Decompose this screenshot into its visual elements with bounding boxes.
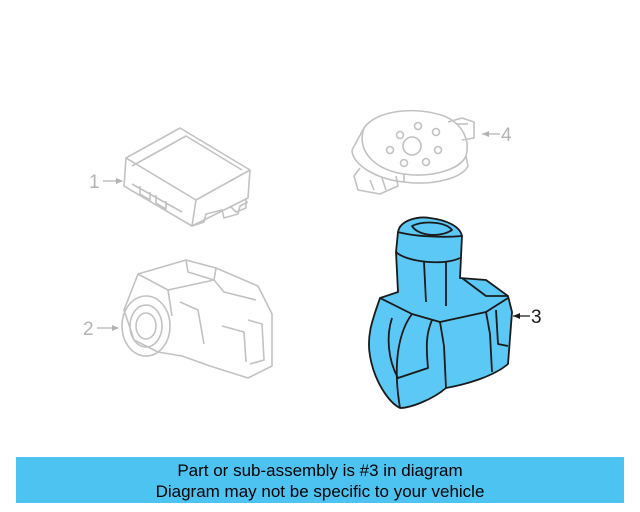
callout-4[interactable]: 4 — [482, 125, 512, 146]
part-4-buzzer — [351, 109, 475, 195]
part-3-sensor-highlighted[interactable] — [368, 216, 513, 409]
caption-line-1: Part or sub-assembly is #3 in diagram — [177, 461, 463, 480]
callout-1[interactable]: 1 — [89, 172, 123, 193]
callout-3-label: 3 — [531, 307, 542, 328]
callout-4-label: 4 — [501, 125, 512, 146]
callout-3[interactable]: 3 — [513, 307, 542, 328]
caption-line-2: Diagram may not be specific to your vehi… — [155, 482, 485, 501]
part-2-parking-sensor — [121, 259, 273, 379]
callout-2-label: 2 — [83, 319, 94, 340]
caption-bar: Part or sub-assembly is #3 in diagram Di… — [16, 457, 624, 503]
part-1-control-module — [123, 127, 251, 227]
callout-2[interactable]: 2 — [83, 319, 119, 340]
callout-1-label: 1 — [89, 172, 100, 193]
